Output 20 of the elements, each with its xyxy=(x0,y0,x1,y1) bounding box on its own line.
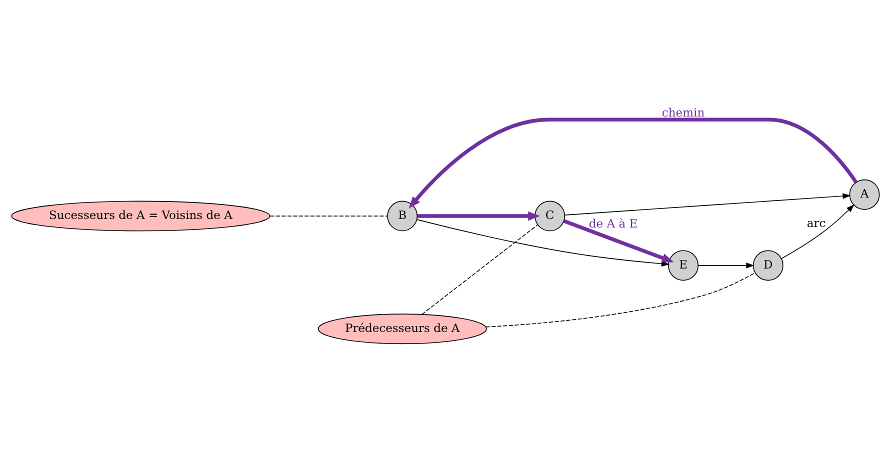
node-circle: C xyxy=(534,200,566,231)
arrow xyxy=(564,192,851,215)
edge-label: de A à E xyxy=(588,216,638,230)
arrow xyxy=(698,262,754,268)
node-ellipse: Prédecesseurs de A xyxy=(318,313,487,344)
connector xyxy=(422,224,538,314)
connector xyxy=(270,215,388,216)
edge-label: arc xyxy=(806,215,826,230)
arrow xyxy=(563,218,674,262)
edge-label: chemin xyxy=(662,105,705,120)
arrow xyxy=(780,204,854,259)
node-circle: E xyxy=(668,250,699,280)
arrow xyxy=(408,117,858,208)
node-ellipse: Sucesseurs de A = Voisins de A xyxy=(11,200,270,231)
node-circle: D xyxy=(752,250,784,280)
connector xyxy=(485,272,756,327)
node-circle: A xyxy=(849,178,880,210)
arrow xyxy=(417,210,540,220)
node-circle: B xyxy=(387,200,418,231)
arrow xyxy=(416,218,670,266)
